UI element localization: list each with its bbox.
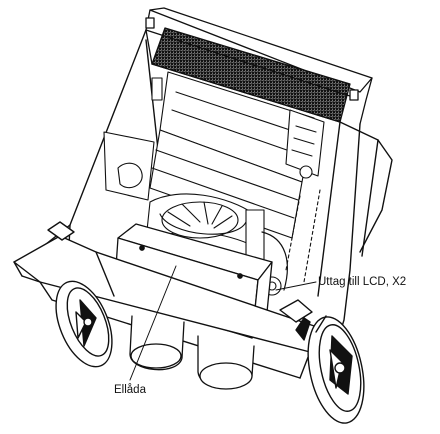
bottom-outlets: [129, 315, 255, 390]
callout-leaders: [129, 265, 317, 381]
left-wheel: [55, 280, 113, 368]
top-handle-grille: [145, 7, 373, 125]
right-wheel: [307, 315, 365, 424]
leader-line-ellada: [129, 265, 177, 381]
leader-line-uttag: [275, 281, 317, 291]
callout-output-lcd-x2: Uttag till LCD, X2: [318, 276, 407, 288]
fan-housing: [103, 131, 288, 296]
callout-electrical-box: Ellåda: [114, 384, 146, 396]
